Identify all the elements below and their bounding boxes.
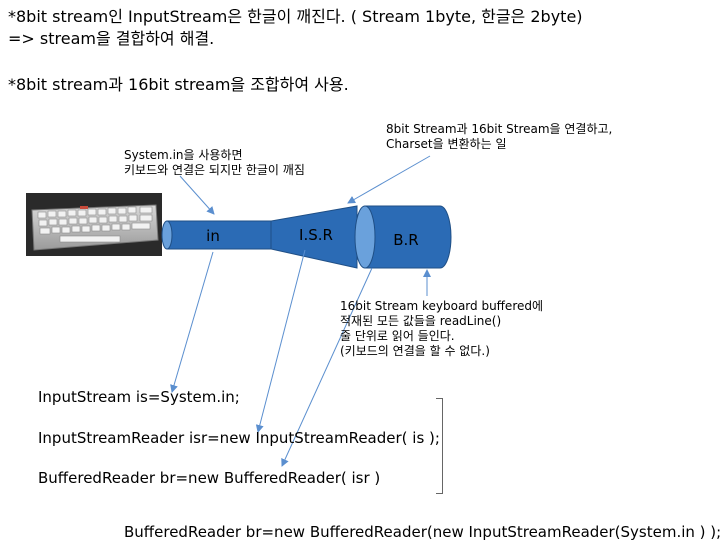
isr-note: 8bit Stream과 16bit Stream을 연결하고, Charset… (386, 122, 612, 152)
systemin-note: System.in을 사용하면 키보드와 연결은 되지만 한글이 깨짐 (124, 148, 305, 178)
isr-note-line: 8bit Stream과 16bit Stream을 연결하고, (386, 122, 613, 136)
br-note-line: 적재된 모든 값들을 readLine() (340, 314, 502, 328)
code-line-3: BufferedReader br=new BufferedReader( is… (38, 469, 381, 487)
keyboard-image (26, 193, 162, 256)
pipe-in-label: in (206, 227, 220, 245)
pipe-isr (270, 205, 358, 269)
isr-note-line: Charset을 변환하는 일 (386, 137, 507, 151)
systemin-note-line: 키보드와 연결은 되지만 한글이 깨짐 (124, 163, 305, 177)
code-combined: BufferedReader br=new BufferedReader(new… (124, 523, 722, 541)
header-line-3: *8bit stream과 16bit stream을 조합하여 사용. (8, 75, 349, 94)
pipe-isr-label: I.S.R (299, 226, 333, 244)
pipe-in (161, 220, 272, 250)
br-note-line: 16bit Stream keyboard buffered에 (340, 299, 544, 313)
code-line-1: InputStream is=System.in; (38, 388, 240, 406)
code-line-2: InputStreamReader isr=new InputStreamRea… (38, 429, 440, 447)
arrow-br-to-code (281, 267, 373, 467)
header-line-2: => stream을 결합하여 해결. (8, 29, 215, 48)
br-note-line: (키보드의 연결을 할 수 없다.) (340, 344, 490, 358)
br-note-line: 줄 단위로 읽어 들인다. (340, 329, 455, 343)
code-bracket (436, 398, 443, 494)
arrow-isr-note (347, 155, 431, 204)
arrow-isr-to-code (255, 249, 306, 433)
arrow-systemin-note (179, 175, 215, 215)
br-note: 16bit Stream keyboard buffered에 적재된 모든 값… (340, 299, 543, 359)
pipe-br (354, 205, 452, 269)
header-line-1: *8bit stream인 InputStream은 한글이 깨진다. ( St… (8, 7, 583, 26)
pipe-br-label: B.R (393, 231, 418, 249)
arrow-in-to-code (170, 251, 214, 393)
systemin-note-line: System.in을 사용하면 (124, 148, 243, 162)
